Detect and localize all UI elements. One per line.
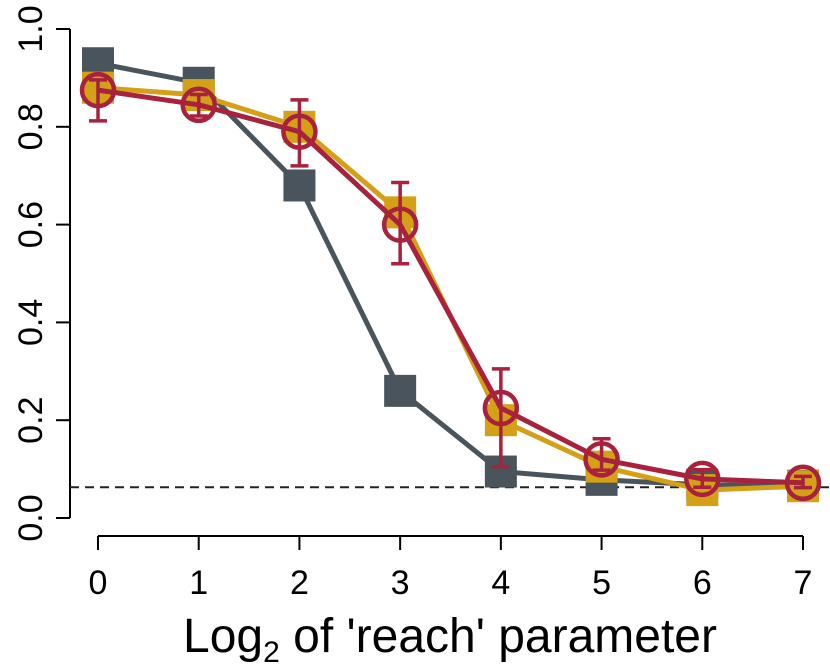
x-tick-label: 5 [592,564,611,602]
y-tick-label: 1.0 [12,5,50,52]
data-point [482,389,520,427]
x-tick-label: 0 [89,564,108,602]
x-tick-label: 3 [391,564,410,602]
series-layer [79,47,822,507]
y-tick-label: 0.6 [12,201,50,248]
x-tick-label: 4 [491,564,510,602]
y-tick-label: 0.0 [12,494,50,541]
data-point [283,169,316,202]
y-axis: 0.0 0.2 0.4 0.6 0.8 1.0 [12,5,71,542]
series-line [97,87,804,486]
data-point [381,206,419,243]
series-3 [79,71,822,502]
x-axis-title: Log2 of 'reach' parameter [183,610,717,666]
x-axis: 0 1 2 3 4 5 6 7 [89,535,813,602]
x-tick-label: 2 [290,564,309,602]
x-tick-label: 7 [794,564,813,602]
series-2 [82,71,819,507]
y-tick-label: 0.4 [12,299,50,346]
data-point [384,374,417,407]
data-point [684,460,721,498]
y-tick-label: 0.2 [12,397,50,444]
x-tick-label: 6 [693,564,712,602]
data-point [281,113,318,150]
data-point [180,86,217,124]
x-tick-label: 1 [189,564,208,602]
data-point [784,464,822,502]
y-tick-label: 0.8 [12,103,50,150]
series-line [97,60,804,489]
data-point [583,441,620,478]
data-point [79,71,117,109]
